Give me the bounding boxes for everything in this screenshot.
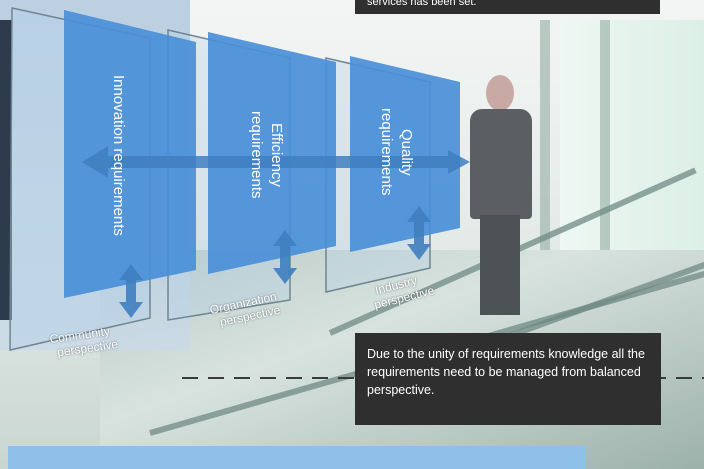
vertical-double-arrow-organization (273, 230, 297, 284)
main-note-text: Due to the unity of requirements knowled… (367, 347, 645, 397)
background-post (600, 20, 610, 280)
innovation-panel (64, 10, 196, 298)
main-note-box: Due to the unity of requirements knowled… (355, 333, 661, 425)
person-figure (468, 75, 538, 315)
top-note-box: services has been set. (355, 0, 660, 14)
vertical-double-arrow-industry (407, 206, 431, 260)
left-edge-bar (0, 20, 12, 320)
efficiency-panel (208, 32, 336, 274)
bottom-blue-bar (8, 446, 586, 469)
horizontal-double-arrow (82, 146, 470, 178)
top-note-text: services has been set. (367, 0, 477, 8)
innovation-panel-label: Innovation requirements (110, 74, 127, 236)
quality-panel-label: Quality requirements (378, 108, 415, 196)
vertical-double-arrow-community (119, 264, 143, 318)
efficiency-panel-label: Efficiency requirements (248, 111, 285, 199)
quality-panel (350, 56, 460, 252)
background-post (540, 20, 550, 280)
